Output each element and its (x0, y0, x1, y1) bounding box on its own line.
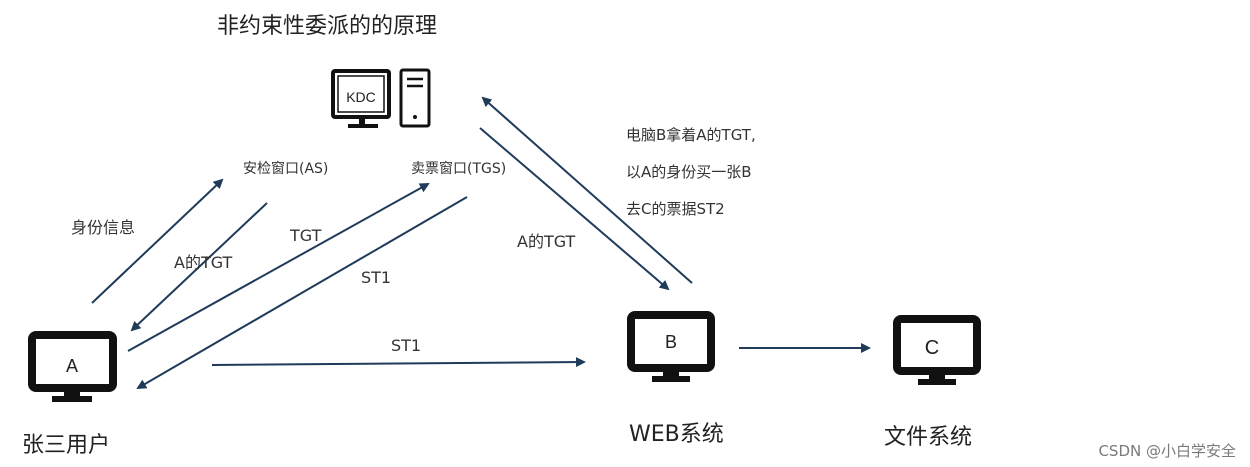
arrow-b-to-kdc (481, 96, 693, 284)
kdc-server-icon (331, 68, 431, 128)
a-tgt-to-b-label: A的TGT (517, 232, 576, 251)
arrow-tgt-kdc-to-b (479, 127, 670, 291)
node-c-caption: 文件系统 (884, 425, 973, 450)
node-b-caption: WEB系统 (629, 422, 724, 447)
as-window-label: 安检窗口(AS) (243, 161, 329, 177)
node-c-letter: C (925, 337, 939, 359)
monitor-a-icon (28, 331, 117, 402)
delegation-note: 电脑B拿着A的TGT, 以A的身份买一张B 去C的票据ST2 (626, 117, 756, 228)
arrow-tgt-to-tgs (127, 183, 430, 352)
watermark-text: CSDN @小白学安全 (1098, 442, 1236, 460)
diagram-title: 非约束性委派的的原理 (217, 14, 438, 39)
arrow-st1-to-a (136, 196, 468, 390)
note-line-1: 电脑B拿着A的TGT, (626, 126, 756, 144)
note-line-2: 以A的身份买一张B (626, 163, 752, 181)
st1-to-web-label: ST1 (391, 336, 422, 355)
arrow-tgt-to-a (130, 202, 268, 332)
monitor-b-icon (627, 311, 715, 382)
node-a-letter: A (66, 356, 78, 376)
node-b-letter: B (665, 332, 677, 352)
monitor-c-icon (893, 315, 981, 385)
node-a-caption: 张三用户 (22, 433, 111, 458)
a-tgt-return-label: A的TGT (174, 253, 233, 272)
arrow-st1-to-web (211, 357, 586, 368)
note-line-3: 去C的票据ST2 (626, 200, 725, 218)
tgt-to-tgs-label: TGT (290, 226, 322, 245)
kdc-label: KDC (346, 89, 376, 105)
tgs-window-label: 卖票窗口(TGS) (411, 161, 507, 177)
st1-return-label: ST1 (361, 268, 392, 287)
identity-label: 身份信息 (71, 218, 136, 237)
arrow-identity-to-as (91, 178, 224, 304)
